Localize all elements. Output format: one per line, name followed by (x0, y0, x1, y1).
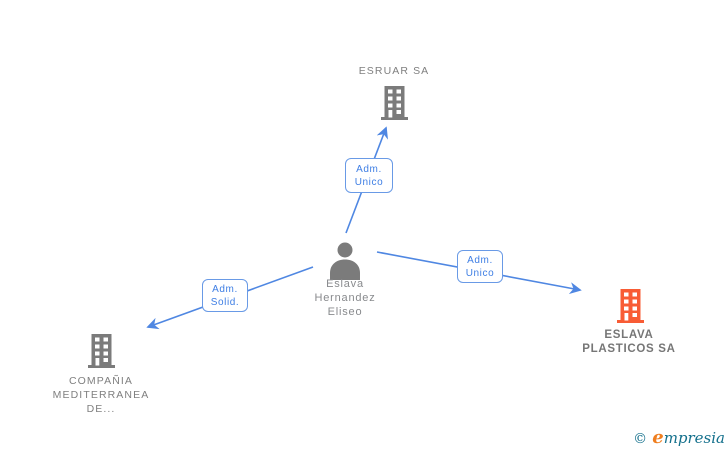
edge-label-line: Unico (465, 267, 495, 279)
edge-label-adm-unico-esruar: Adm. Unico (345, 158, 393, 193)
node-person[interactable] (327, 242, 363, 285)
person-icon (330, 242, 360, 280)
person-name-line: Eliseo (327, 306, 363, 318)
company-name-line: PLASTICOS SA (582, 343, 676, 355)
copyright-symbol: © (633, 431, 648, 447)
company-name-line: ESLAVA (604, 329, 654, 341)
company-name-line: MEDITERRANEA (52, 389, 150, 401)
node-eslava-plasticos[interactable] (616, 289, 645, 328)
building-icon (617, 289, 644, 323)
person-name-line: Eslava (326, 278, 364, 290)
edge-label-adm-unico-eslava: Adm. Unico (457, 250, 503, 283)
node-label-person: Eslava Hernandez Eliseo (285, 277, 405, 319)
company-name-line: DE... (86, 403, 116, 415)
edge-label-adm-solid-compania: Adm. Solid. (202, 279, 248, 312)
building-icon (88, 334, 115, 368)
node-label-esruar: ESRUAR SA (358, 65, 430, 77)
logo-text: mpresia (663, 429, 725, 447)
node-label-eslava-plasticos: ESLAVA PLASTICOS SA (559, 328, 699, 356)
edge-label-line: Solid. (210, 296, 240, 308)
edge-label-line: Adm. (356, 163, 382, 175)
person-name-line: Hernandez (314, 292, 376, 304)
empresia-logo[interactable]: © empresia (633, 427, 725, 448)
node-esruar[interactable] (380, 86, 409, 125)
logo-letter-e: e (652, 427, 664, 448)
edge-label-line: Adm. (212, 283, 238, 295)
company-name-line: COMPAÑIA (68, 375, 134, 387)
edge-label-line: Unico (354, 176, 384, 188)
edge-label-line: Adm. (467, 254, 493, 266)
node-label-compania-mediterranea: COMPAÑIA MEDITERRANEA DE... (31, 374, 171, 416)
node-compania-mediterranea[interactable] (87, 334, 116, 373)
building-icon (381, 86, 408, 120)
